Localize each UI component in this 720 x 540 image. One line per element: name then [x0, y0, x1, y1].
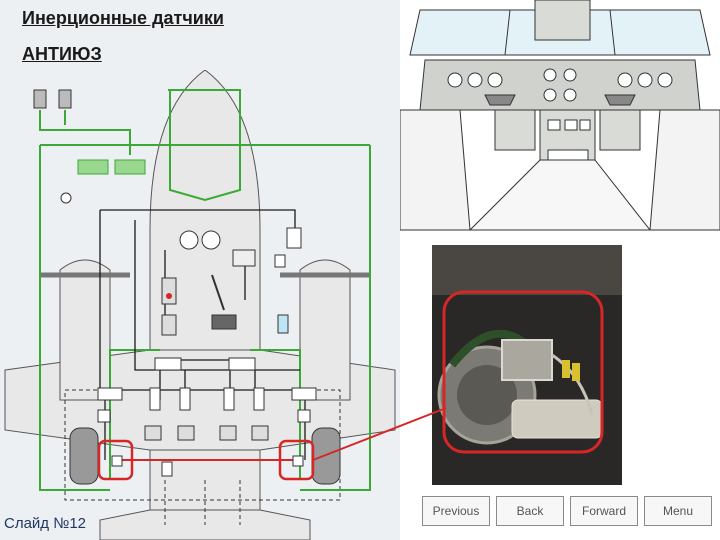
hydraulic-tank — [286, 227, 302, 249]
valve — [179, 387, 191, 411]
sensor-box — [58, 89, 72, 109]
pressure-gauge — [201, 230, 221, 250]
instrument-dials — [447, 68, 673, 102]
indicator-lamp — [60, 192, 72, 204]
sensor-housing — [501, 339, 553, 381]
left-wheel — [69, 427, 99, 485]
inertia-sensor-left-highlight — [97, 439, 134, 481]
inertia-sensor-left — [111, 455, 123, 467]
slide-subtitle: АНТИЮЗ — [22, 44, 102, 64]
brake-lever-base — [211, 314, 237, 330]
valve — [97, 387, 123, 401]
sensor-box — [33, 89, 47, 109]
forward-button[interactable]: Forward — [570, 496, 638, 526]
left-nacelle — [59, 259, 111, 401]
accumulator — [277, 314, 289, 334]
valve — [291, 387, 317, 401]
previous-button[interactable]: Previous — [422, 496, 490, 526]
valve — [97, 409, 111, 423]
brake-cylinder — [144, 425, 162, 441]
switch — [161, 314, 177, 336]
valve-block — [232, 249, 256, 267]
valve — [253, 387, 265, 411]
brake-cylinder — [219, 425, 237, 441]
overhead-panel — [534, 0, 591, 41]
control-unit — [114, 159, 146, 175]
valve-block — [274, 254, 286, 268]
menu-button[interactable]: Menu — [644, 496, 712, 526]
valve — [161, 461, 173, 477]
valve — [154, 357, 182, 371]
control-unit — [77, 159, 109, 175]
photo-highlight — [442, 290, 604, 454]
right-side-panel — [649, 109, 720, 231]
tail-wiring — [164, 480, 241, 525]
antiskid-system-diagram — [4, 70, 396, 540]
brake-cylinder — [177, 425, 195, 441]
back-button[interactable]: Back — [496, 496, 564, 526]
cockpit-illustration — [400, 0, 720, 235]
right-nacelle — [299, 259, 351, 401]
valve — [223, 387, 235, 411]
right-side-instruments — [599, 109, 641, 151]
hydraulic-lines — [39, 89, 371, 491]
valve — [228, 357, 256, 371]
floor — [468, 159, 652, 231]
right-yoke — [604, 94, 636, 106]
valve — [297, 409, 311, 423]
left-side-panel — [400, 109, 471, 231]
wheel-sensor-photo — [432, 245, 622, 485]
valve — [149, 387, 161, 411]
right-wheel — [311, 427, 341, 485]
left-yoke — [484, 94, 516, 106]
switch-red — [161, 277, 177, 305]
left-side-instruments — [494, 109, 536, 151]
switch-red-knob — [166, 293, 172, 299]
slide-title: Инерционные датчики — [22, 8, 224, 28]
brake-cylinder — [251, 425, 269, 441]
pressure-gauge — [179, 230, 199, 250]
inertia-sensor-right — [292, 455, 304, 467]
slide-number: Слайд №12 — [4, 515, 87, 532]
instrument-panel — [419, 59, 701, 111]
brake-lever — [211, 274, 225, 311]
